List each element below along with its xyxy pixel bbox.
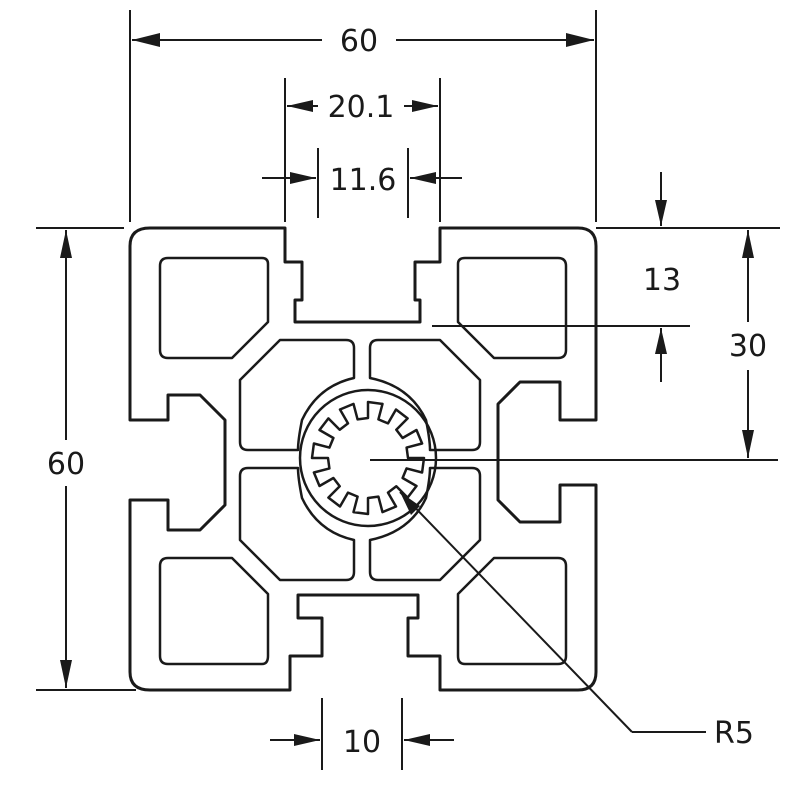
profile-outline [128,226,598,692]
chamber-inner-bottom-left [238,466,356,582]
dim-overall-width: 60 [129,10,597,222]
dim-label-slot-depth: 13 [643,263,681,298]
dim-label-slot-width-bottom: 10 [343,725,381,760]
dim-slot-width-bottom: 10 [270,698,454,770]
core-ring [298,388,438,528]
chamber-bottom-left [158,556,270,666]
chamber-inner-top-right [368,338,482,452]
dim-label-slot-opening-outer: 20.1 [328,90,395,125]
dim-slot-depth: 13 [432,172,780,382]
core-spline-bore [310,400,426,516]
chamber-inner-top-left [238,338,356,452]
dim-slot-opening-outer: 20.1 [284,78,441,222]
dim-label-half-height: 30 [729,329,767,364]
dim-core-radius: R5 [399,491,754,751]
chamber-top-left [158,256,270,360]
dim-label-overall-height: 60 [47,447,85,482]
dim-label-slot-opening-inner: 11.6 [330,163,397,198]
dim-overall-height: 60 [36,227,136,691]
dim-half-height: 30 [370,230,778,461]
dim-label-overall-width: 60 [340,24,378,59]
dim-label-core-radius: R5 [714,716,754,751]
chamber-top-right [456,256,568,360]
dim-slot-opening-inner: 11.6 [262,148,462,218]
